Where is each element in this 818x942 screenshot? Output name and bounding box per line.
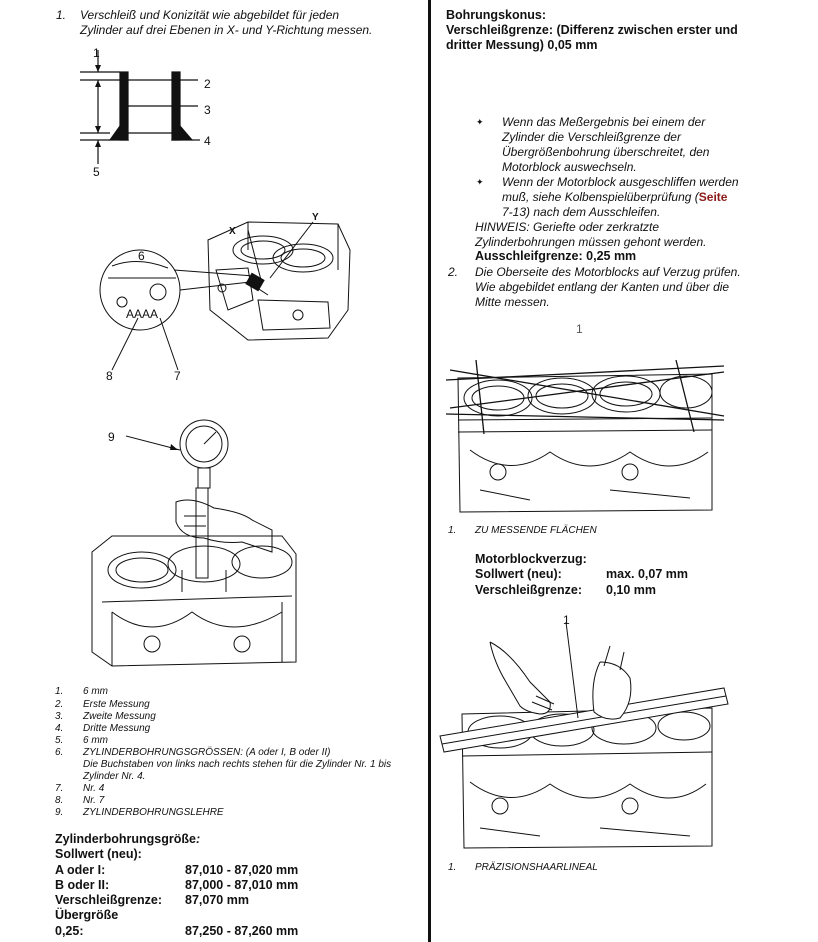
spec-value: 87,000 - 87,010 mm	[185, 878, 299, 892]
step2-number: 2.	[448, 265, 459, 279]
diagram2-label-7: 7	[174, 369, 181, 383]
caption2-text: PRÄZISIONSHAARLINEAL	[475, 862, 598, 873]
bullet2-line2: muß, siehe Kolbenspielüberprüfung (Seite	[502, 190, 728, 204]
hinweis-line1: HINWEIS: Geriefte oder zerkratzte	[475, 220, 660, 234]
diagram2-label-6: 6	[138, 249, 145, 263]
page-link[interactable]: Seite	[698, 190, 728, 204]
spec-value: 87,010 - 87,020 mm	[185, 863, 299, 877]
warpage-label: Sollwert (neu):	[475, 567, 562, 581]
legend-text: ZYLINDERBOHRUNGSLEHRE	[83, 807, 224, 818]
warpage-value: 0,10 mm	[606, 583, 657, 597]
step2-line1: Die Oberseite des Motorblocks auf Verzug…	[475, 265, 741, 279]
step1-number: 1.	[56, 8, 67, 22]
spec-label: Sollwert (neu):	[55, 847, 142, 861]
spec-value: 87,070 mm	[185, 893, 249, 907]
taper-limit-line2: dritter Messung) 0,05 mm	[446, 38, 598, 52]
bore-measurement-diagram	[80, 50, 200, 164]
legend-number: 5.	[55, 735, 64, 746]
diagram2-label-y: Y	[312, 212, 319, 223]
step1-line2: Zylinder auf drei Ebenen in X- und Y-Ric…	[80, 23, 373, 37]
bullet1-line2: Zylinder die Verschleißgrenze der	[502, 130, 681, 144]
rebore-limit: Ausschleifgrenze: 0,25 mm	[475, 249, 637, 263]
diagram1-label-2: 2	[204, 77, 211, 91]
bullet1-line1: Wenn das Meßergebnis bei einem der	[502, 115, 706, 129]
legend-text: Nr. 7	[83, 795, 105, 806]
step2-line3: Mitte messen.	[475, 295, 550, 309]
size-stamp-text: AAAA	[126, 307, 158, 321]
taper-limit-line1: Verschleißgrenze: (Differenz zwischen er…	[446, 23, 738, 37]
legend-text: Zylinder Nr. 4.	[83, 771, 146, 782]
spec-label: Verschleißgrenze:	[55, 893, 162, 907]
caption2-number: 1.	[448, 862, 457, 873]
bore-gauge-diagram	[91, 419, 297, 667]
warpage-title: Motorblockverzug:	[475, 552, 587, 566]
diagram2-label-x: X	[229, 226, 236, 237]
legend-text: Die Buchstaben von links nach rechts ste…	[83, 759, 392, 770]
hinweis-line2: Zylinderbohrungen müssen gehont werden.	[475, 235, 707, 249]
caption1-text: ZU MESSENDE FLÄCHEN	[475, 525, 597, 536]
bore-size-title: Zylinderbohrungsgröße:	[55, 832, 201, 846]
legend-text: Erste Messung	[83, 699, 150, 710]
column-divider	[428, 0, 431, 942]
legend-number: 2.	[55, 699, 64, 710]
spec-label: A oder I:	[55, 863, 106, 877]
spec-label: B oder II:	[55, 878, 110, 892]
warpage-label: Verschleißgrenze:	[475, 583, 582, 597]
deck-surface-diagram	[445, 359, 725, 513]
bullet1-line3: Übergrößenbohrung überschreitet, den	[502, 145, 710, 159]
diagram5-label-1: 1	[563, 613, 570, 627]
bullet2-line1: Wenn der Motorblock ausgeschliffen werde…	[502, 175, 739, 189]
diagram1-label-5: 5	[93, 165, 100, 179]
diagram1-label-4: 4	[204, 134, 211, 148]
diagram1-label-3: 3	[204, 103, 211, 117]
step2-line2: Wie abgebildet entlang der Kanten und üb…	[475, 280, 730, 294]
spec-value: 87,250 - 87,260 mm	[185, 924, 299, 938]
engine-block-stamp-diagram: AAAA	[99, 221, 351, 371]
legend-text: Zweite Messung	[83, 711, 156, 722]
legend-text: ZYLINDERBOHRUNGSGRÖSSEN: (A oder I, B od…	[83, 747, 331, 758]
legend-text: Nr. 4	[83, 783, 105, 794]
legend-number: 8.	[55, 795, 64, 806]
legend-number: 4.	[55, 723, 64, 734]
spec-label: 0,25:	[55, 924, 84, 938]
legend-number: 7.	[55, 783, 64, 794]
legend-number: 6.	[55, 747, 64, 758]
bullet2-line3: 7-13) nach dem Ausschleifen.	[502, 205, 661, 219]
bullet1-line4: Motorblock auswechseln.	[502, 160, 637, 174]
legend-text: Dritte Messung	[83, 723, 151, 734]
legend-text: 6 mm	[83, 735, 108, 746]
step1-line1: Verschleiß und Konizität wie abgebildet …	[80, 8, 340, 22]
bullet-marker-2: ✦	[476, 177, 484, 187]
warpage-value: max. 0,07 mm	[606, 567, 688, 581]
diagram4-label-1: 1	[576, 322, 583, 336]
spec-label: Übergröße	[55, 908, 119, 922]
bullet-marker-1: ✦	[476, 117, 484, 127]
legend-number: 3.	[55, 711, 64, 722]
legend-number: 1.	[55, 686, 64, 697]
taper-heading: Bohrungskonus:	[446, 8, 546, 22]
diagram1-label-1: 1	[93, 46, 100, 60]
diagram2-label-8: 8	[106, 369, 113, 383]
straight-edge-diagram	[439, 621, 729, 849]
diagram3-label-9: 9	[108, 430, 115, 444]
caption1-number: 1.	[448, 525, 457, 536]
legend-number: 9.	[55, 807, 64, 818]
legend-text: 6 mm	[83, 686, 108, 697]
